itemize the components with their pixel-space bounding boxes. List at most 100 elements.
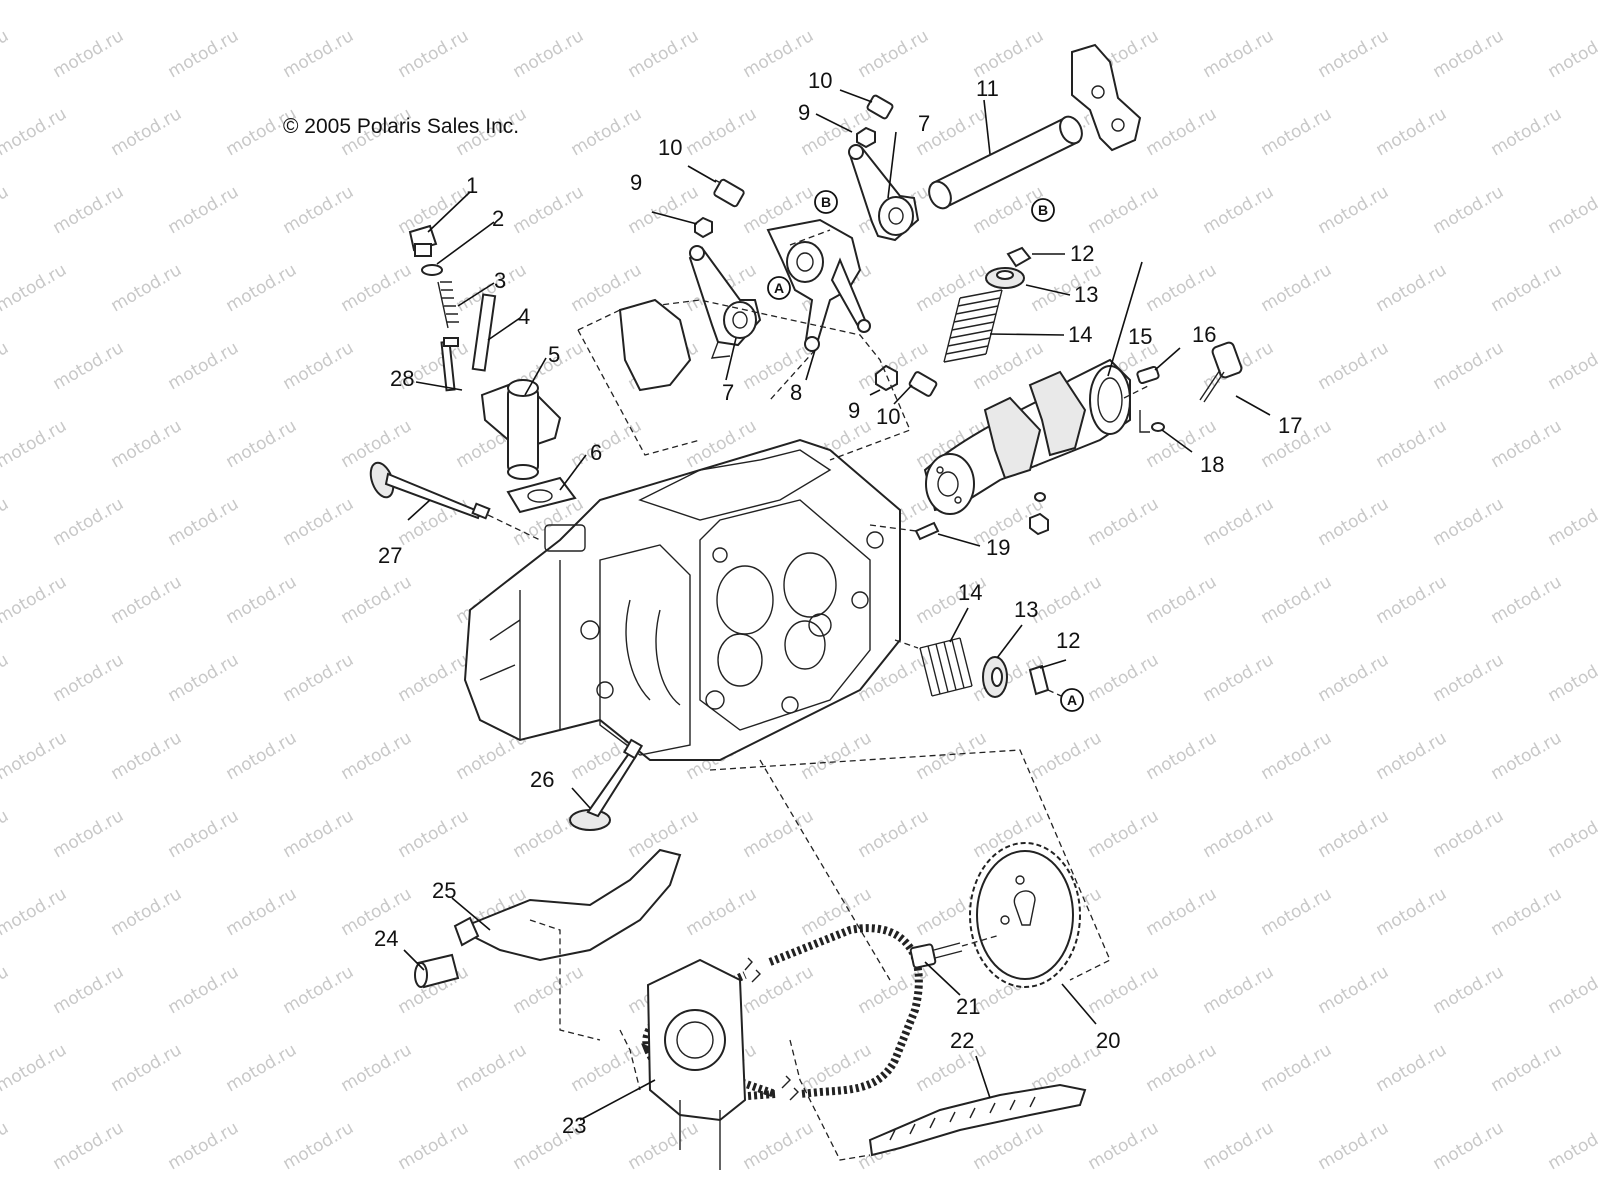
watermark-text: motod.ru — [798, 0, 876, 4]
watermark-text: motod.ru — [0, 962, 12, 1018]
callout-1: 1 — [466, 173, 478, 198]
watermark-text: motod.ru — [165, 650, 243, 706]
watermark-text: motod.ru — [683, 884, 761, 940]
watermark-text: motod.ru — [1545, 182, 1600, 238]
watermark-text: motod.ru — [1143, 884, 1221, 940]
callout-19: 19 — [986, 535, 1010, 560]
watermark-text: motod.ru — [223, 884, 301, 940]
watermark-text: motod.ru — [280, 182, 358, 238]
watermark-text: motod.ru — [1373, 728, 1451, 784]
watermark-text: motod.ru — [165, 962, 243, 1018]
callout-20: 20 — [1096, 1028, 1120, 1053]
watermark-text: motod.ru — [0, 1118, 12, 1174]
valve-27 — [369, 461, 541, 541]
watermark-text: motod.ru — [50, 806, 128, 862]
watermark-text: motod.ru — [338, 1040, 416, 1096]
callout-28: 28 — [390, 366, 414, 391]
callout-12-upper: 12 — [1070, 241, 1094, 266]
cam-sprocket — [969, 842, 1081, 988]
watermark-text: motod.ru — [798, 728, 876, 784]
watermark-text: motod.ru — [1488, 884, 1566, 940]
callout-9-top: 9 — [798, 100, 810, 125]
reference-mark-b-right: B — [1031, 198, 1055, 222]
watermark-text: motod.ru — [338, 572, 416, 628]
sprocket-bolt — [909, 934, 1001, 969]
callout-10-top: 10 — [808, 68, 832, 93]
watermark-text: motod.ru — [1258, 104, 1336, 160]
watermark-text: motod.ru — [280, 806, 358, 862]
reference-mark-b-left: B — [814, 190, 838, 214]
watermark-text: motod.ru — [1315, 494, 1393, 550]
watermark-text: motod.ru — [165, 182, 243, 238]
watermark-text: motod.ru — [223, 572, 301, 628]
watermark-text: motod.ru — [108, 1040, 186, 1096]
watermark-text: motod.ru — [0, 806, 12, 862]
callout-2: 2 — [492, 206, 504, 231]
callout-27: 27 — [378, 543, 402, 568]
watermark-text: motod.ru — [1373, 1040, 1451, 1096]
watermark-text: motod.ru — [50, 962, 128, 1018]
watermark-text: motod.ru — [1430, 650, 1508, 706]
watermark-text: motod.ru — [338, 728, 416, 784]
watermark-text: motod.ru — [1315, 182, 1393, 238]
watermark-text: motod.ru — [1430, 962, 1508, 1018]
watermark-text: motod.ru — [855, 962, 933, 1018]
watermark-text: motod.ru — [280, 962, 358, 1018]
watermark-text: motod.ru — [280, 26, 358, 82]
watermark-text: motod.ru — [1200, 1118, 1278, 1174]
callout-13-upper: 13 — [1074, 282, 1098, 307]
watermark-text: motod.ru — [510, 962, 588, 1018]
watermark-text: motod.ru — [1373, 0, 1451, 4]
watermark-text: motod.ru — [1200, 650, 1278, 706]
watermark-text: motod.ru — [1545, 26, 1600, 82]
watermark-text: motod.ru — [1085, 1118, 1163, 1174]
watermark-text: motod.ru — [1373, 884, 1451, 940]
watermark-text: motod.ru — [223, 416, 301, 472]
watermark-text: motod.ru — [1258, 884, 1336, 940]
svg-text:B: B — [1038, 202, 1048, 218]
callout-12-lower: 12 — [1056, 628, 1080, 653]
callout-9-left: 9 — [630, 170, 642, 195]
watermark-text: motod.ru — [1085, 806, 1163, 862]
watermark-text: motod.ru — [280, 338, 358, 394]
callout-5: 5 — [548, 342, 560, 367]
callout-10-left: 10 — [658, 135, 682, 160]
watermark-text: motod.ru — [1488, 728, 1566, 784]
callout-4: 4 — [518, 304, 530, 329]
watermark-text: motod.ru — [1200, 494, 1278, 550]
reference-mark-a-lower: A — [1060, 688, 1084, 712]
watermark-text: motod.ru — [1488, 572, 1566, 628]
rocker-shaft — [928, 43, 1142, 210]
watermark-text: motod.ru — [1373, 416, 1451, 472]
watermark-text: motod.ru — [625, 26, 703, 82]
watermark-text: motod.ru — [1258, 728, 1336, 784]
watermark-text: motod.ru — [1085, 182, 1163, 238]
watermark-text: motod.ru — [395, 182, 473, 238]
watermark-text: motod.ru — [1028, 728, 1106, 784]
watermark-text: motod.ru — [1545, 650, 1600, 706]
callout-15: 15 — [1128, 324, 1152, 349]
callout-6: 6 — [590, 440, 602, 465]
callout-26: 26 — [530, 767, 554, 792]
rocker-arms — [688, 144, 920, 401]
watermark-text: motod.ru — [1430, 806, 1508, 862]
watermark-text: motod.ru — [1315, 338, 1393, 394]
watermark-text: motod.ru — [108, 416, 186, 472]
watermark-text: motod.ru — [50, 26, 128, 82]
callout-9-lower: 9 — [848, 398, 860, 423]
watermark-text: motod.ru — [1258, 1040, 1336, 1096]
assembly-outlines — [529, 299, 1111, 1161]
watermark-text: motod.ru — [1085, 962, 1163, 1018]
watermark-text: motod.ru — [568, 0, 646, 4]
watermark-text: motod.ru — [0, 728, 70, 784]
watermark-text: motod.ru — [1028, 572, 1106, 628]
watermark-text: motod.ru — [165, 494, 243, 550]
watermark-text: motod.ru — [1430, 182, 1508, 238]
watermark-text: motod.ru — [165, 806, 243, 862]
callout-13-lower: 13 — [1014, 597, 1038, 622]
chain-guide-lower — [868, 1083, 1087, 1157]
watermark-text: motod.ru — [568, 104, 646, 160]
watermark-text: motod.ru — [108, 104, 186, 160]
watermark-text: motod.ru — [0, 884, 70, 940]
